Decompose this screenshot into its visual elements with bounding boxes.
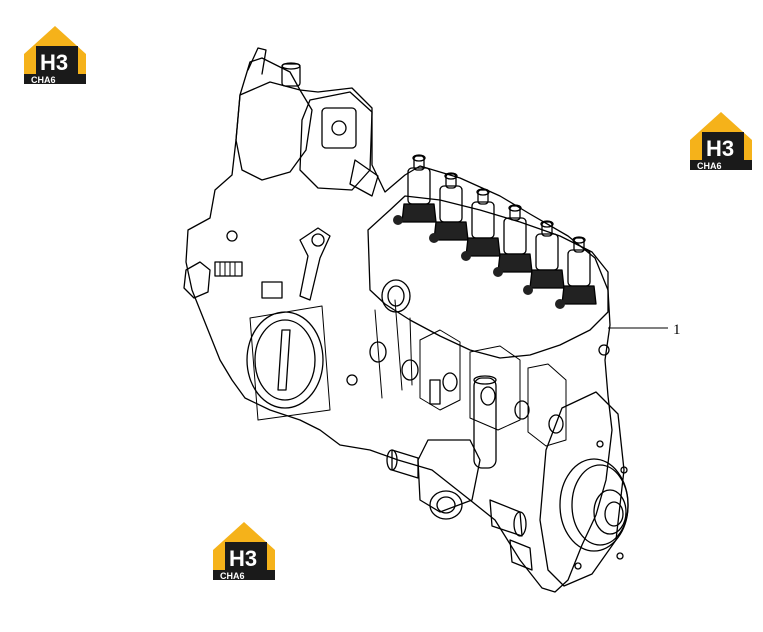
logo-sub-text: CHA6 xyxy=(220,571,245,581)
delivery-valve-holder-1 xyxy=(401,154,437,223)
logo-main-text: H3 xyxy=(706,136,734,161)
delivery-valve-holder-6 xyxy=(561,236,597,305)
watermark-logo-3: H3 CHA6 xyxy=(213,522,275,581)
logo-sub-text: CHA6 xyxy=(697,161,722,171)
logo-main-text: H3 xyxy=(229,546,257,571)
fuel-injection-pump-drawing xyxy=(183,47,629,593)
logo-main-text: H3 xyxy=(40,50,68,75)
delivery-valve-holder-2 xyxy=(433,172,469,241)
watermark-logo-2: H3 CHA6 xyxy=(690,112,752,171)
delivery-valve-holder-4 xyxy=(497,204,533,273)
delivery-valve-holder-3 xyxy=(465,188,501,257)
logo-sub-text: CHA6 xyxy=(31,75,56,85)
delivery-valve-holder-5 xyxy=(529,220,565,289)
callout-1: 1 xyxy=(608,322,681,338)
watermark-logo-1: H3 CHA6 xyxy=(24,26,86,85)
callout-label: 1 xyxy=(673,322,681,338)
